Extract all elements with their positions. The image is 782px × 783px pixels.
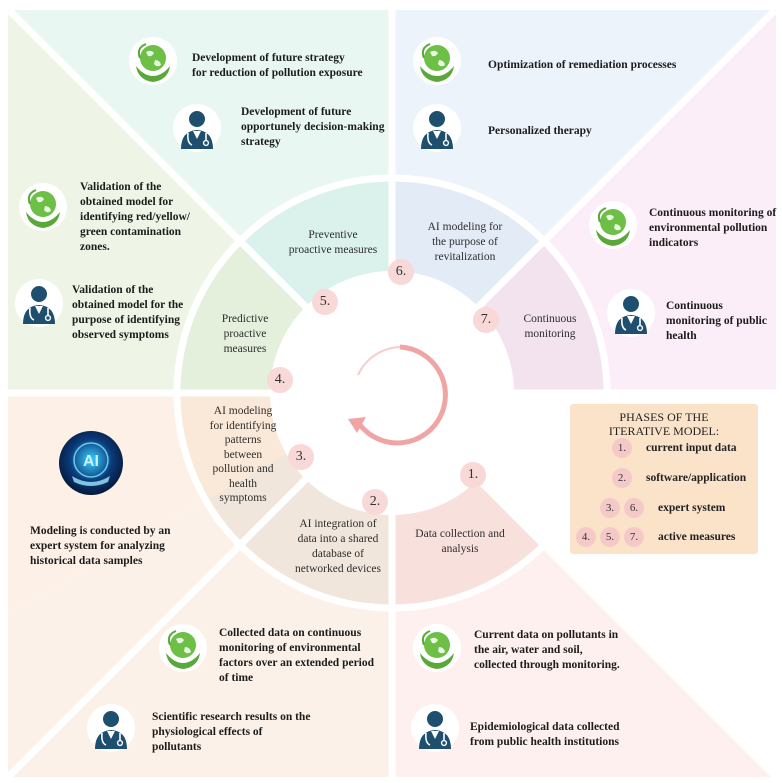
phase-number-1: 1. bbox=[460, 462, 486, 488]
ring-edge bbox=[173, 174, 611, 612]
s6-outer2-text: Personalized therapy bbox=[488, 125, 592, 137]
legend-number: 3. bbox=[600, 498, 620, 518]
earth-hand-icon bbox=[412, 623, 462, 678]
phase-number-3: 3. bbox=[288, 444, 314, 470]
phase-number-7: 7. bbox=[473, 307, 499, 333]
ai-hand-icon: AI bbox=[58, 430, 124, 496]
phase-number-6: 6. bbox=[388, 259, 414, 285]
phase-number-4: 4. bbox=[267, 367, 293, 393]
phase-number-5: 5. bbox=[312, 289, 338, 315]
divider-line bbox=[475, 7, 778, 310]
legend-number: 1. bbox=[612, 438, 632, 458]
legend-item-text: software/application bbox=[646, 472, 747, 484]
divider-line bbox=[5, 476, 309, 780]
legend-number: 4. bbox=[576, 527, 596, 547]
phase-number-2: 2. bbox=[362, 489, 388, 515]
inner-sector-s2 bbox=[205, 454, 392, 608]
doctor-icon bbox=[86, 703, 136, 758]
s6-outer-text: Optimization of remediation processes bbox=[488, 59, 677, 71]
legend-item-text: current input data bbox=[646, 442, 737, 454]
earth-hand-icon bbox=[412, 36, 462, 91]
center-disk bbox=[270, 271, 514, 515]
earth-hand-icon bbox=[18, 182, 68, 237]
earth-hand-icon bbox=[158, 623, 208, 678]
legend-number: 6. bbox=[624, 498, 644, 518]
legend-number: 7. bbox=[624, 527, 644, 547]
cycle-arrow-icon bbox=[348, 344, 448, 446]
legend-item-text: expert system bbox=[658, 502, 726, 514]
inner-sector-s3 bbox=[177, 393, 287, 501]
divider-line bbox=[6, 7, 309, 310]
doctor-icon bbox=[14, 278, 64, 333]
earth-hand-icon bbox=[128, 36, 178, 91]
doctor-icon bbox=[410, 703, 460, 758]
legend-number: 5. bbox=[600, 527, 620, 547]
legend-number: 2. bbox=[612, 468, 632, 488]
divider-line bbox=[475, 476, 779, 780]
legend-item-text: active measures bbox=[658, 531, 736, 543]
doctor-icon bbox=[172, 103, 222, 158]
ai-badge-text: AI bbox=[83, 453, 99, 470]
earth-hand-icon bbox=[588, 200, 638, 255]
doctor-icon bbox=[412, 103, 462, 158]
doctor-icon bbox=[606, 288, 656, 343]
